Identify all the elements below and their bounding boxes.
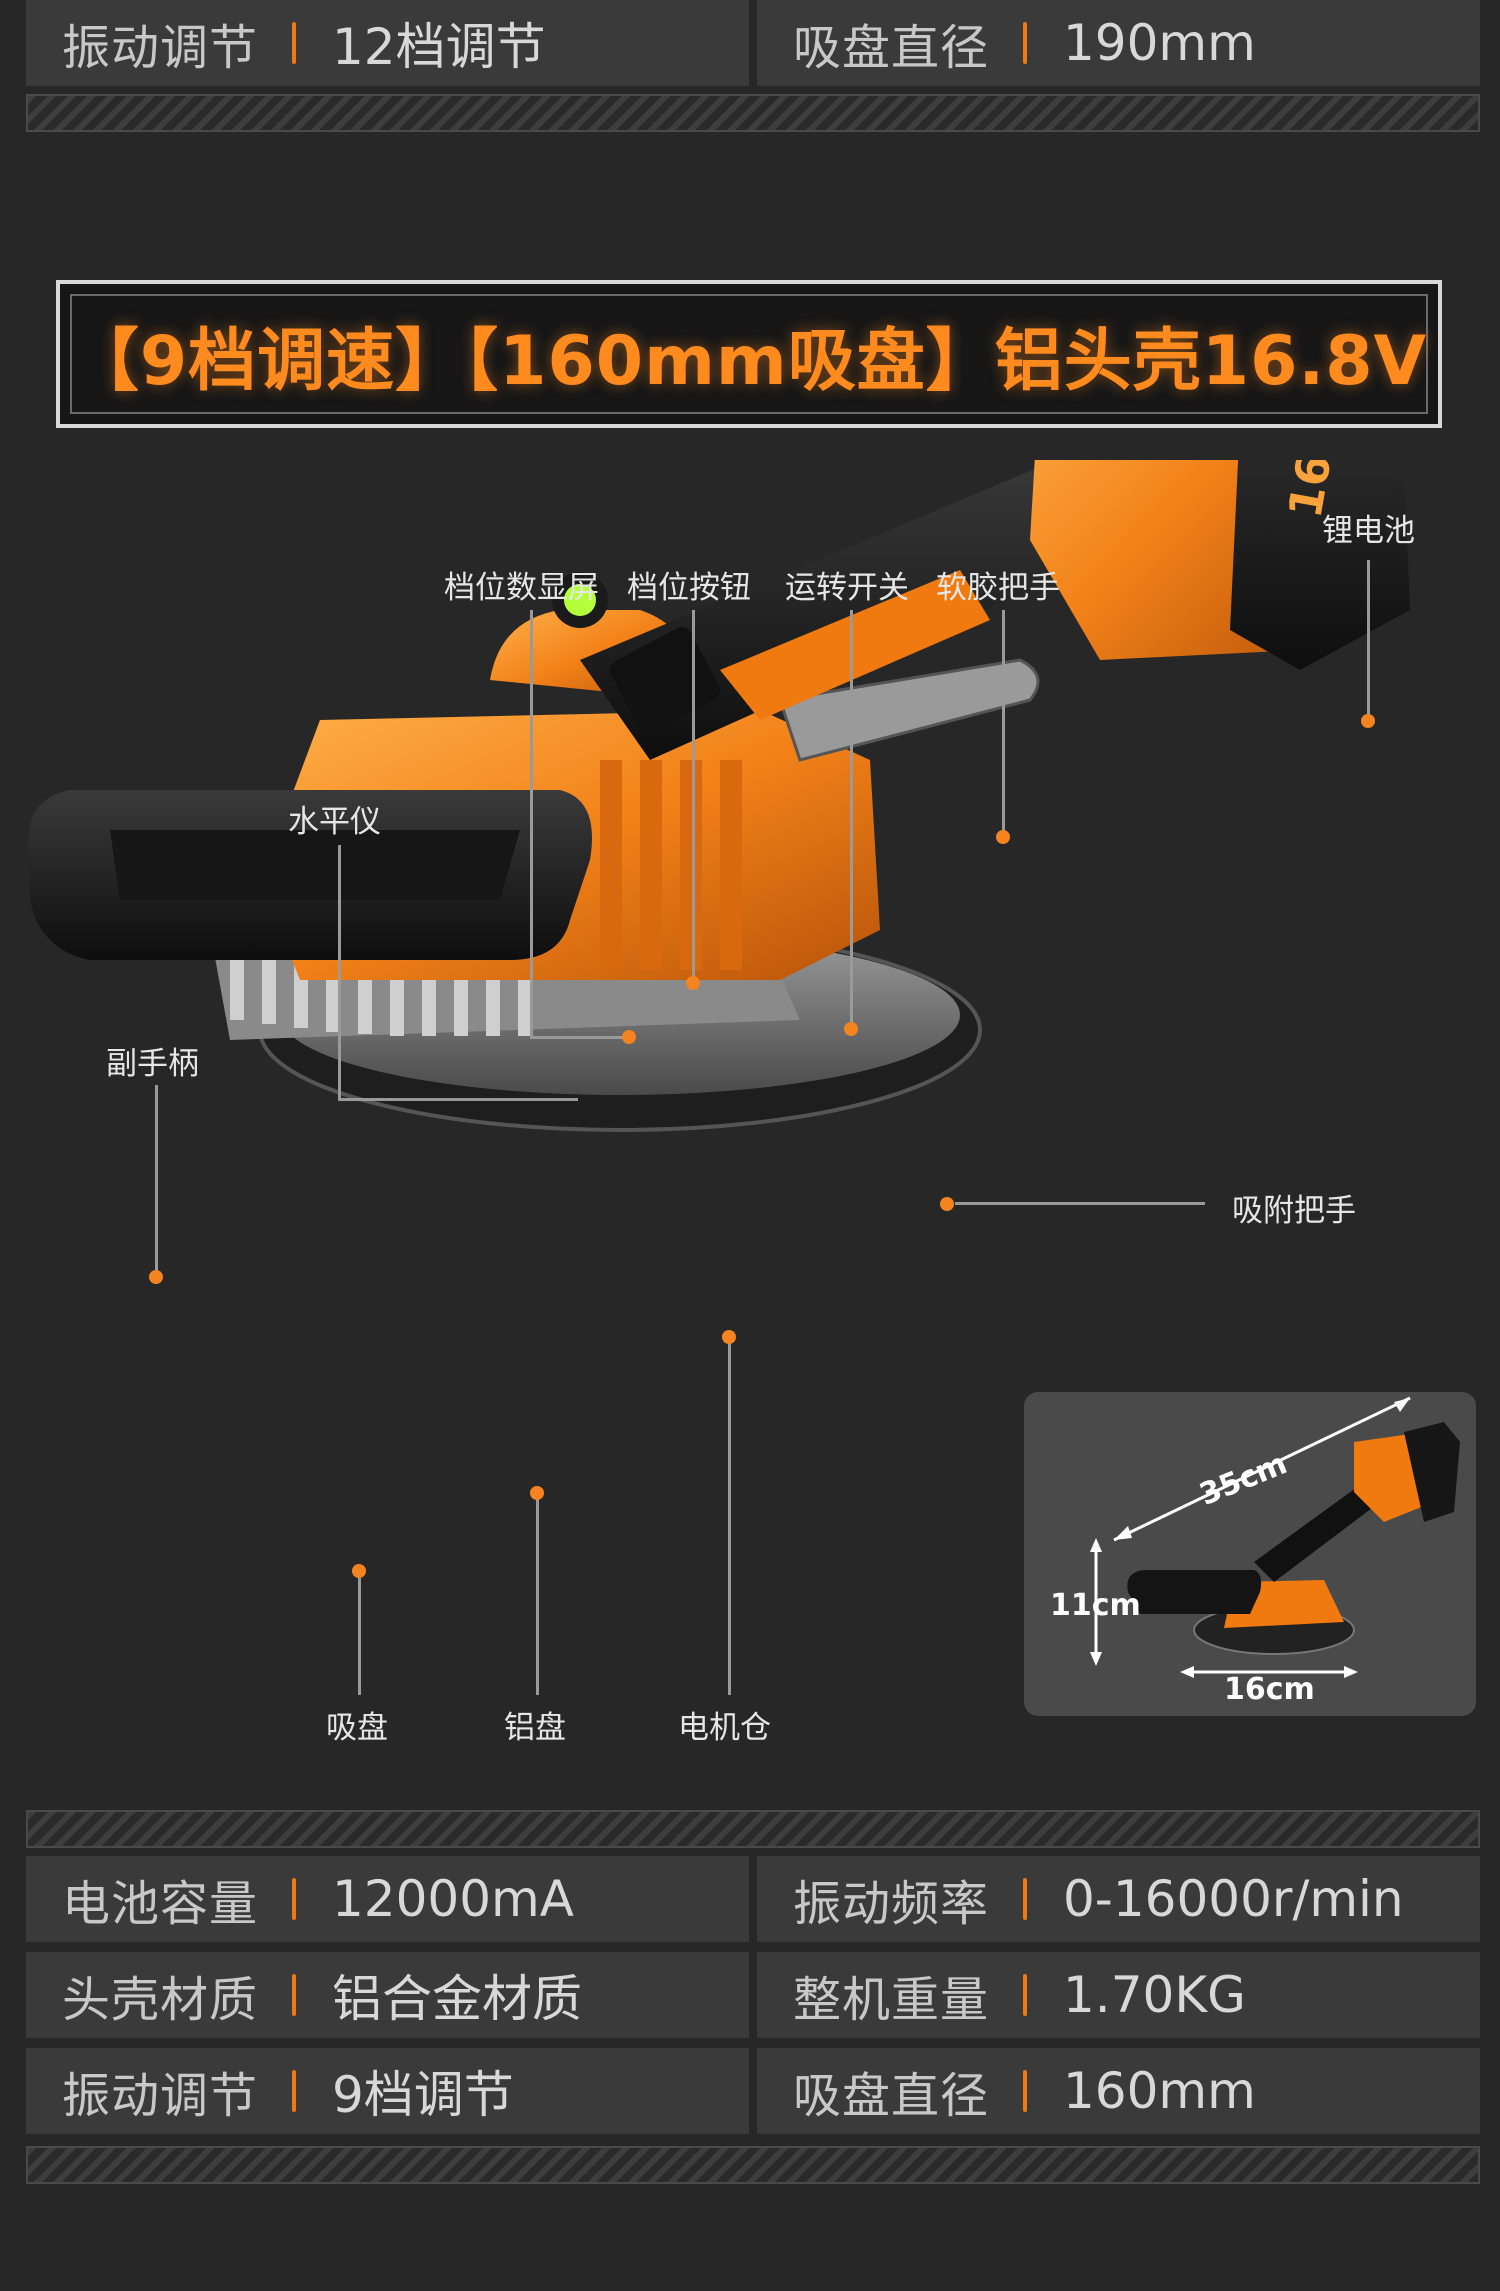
label-battery: 锂电池 — [1322, 513, 1415, 549]
spec-cell: 振动调节 12档调节 — [26, 0, 749, 86]
label-level: 水平仪 — [288, 804, 381, 840]
spec-divider — [1023, 1878, 1027, 1920]
leader-line — [1002, 610, 1005, 835]
spec-key: 振动调节 — [62, 2068, 259, 2124]
spec-row: 头壳材质 铝合金材质 整机重量 1.70KG — [26, 1952, 1480, 2038]
spec-cell: 电池容量 12000mA — [26, 1856, 749, 1942]
spec-value: 9档调节 — [332, 2066, 514, 2124]
label-suction-cup: 吸盘 — [326, 1710, 388, 1746]
dimension-inset: 35cm 11cm 16cm — [1024, 1392, 1476, 1716]
suction-handle — [778, 658, 1040, 762]
spec-divider — [292, 1974, 296, 2016]
spec-value: 0-16000r/min — [1063, 1870, 1404, 1928]
spec-row: 电池容量 12000mA 振动频率 0-16000r/min — [26, 1856, 1480, 1942]
pointer-dot — [686, 976, 700, 990]
spec-divider — [292, 1878, 296, 1920]
spec-divider — [1023, 22, 1027, 64]
label-power-switch: 运转开关 — [785, 570, 909, 606]
leader-line — [728, 1335, 731, 1695]
spec-cell: 整机重量 1.70KG — [757, 1952, 1480, 2038]
leader-line — [338, 845, 341, 1100]
spec-key: 电池容量 — [62, 1876, 259, 1932]
dimension-height: 11cm — [1050, 1588, 1141, 1623]
spec-key: 振动频率 — [793, 1876, 990, 1932]
battery-pack — [1230, 460, 1410, 670]
leader-line — [338, 1098, 578, 1101]
leader-line — [692, 610, 695, 982]
leader-line — [850, 610, 853, 1030]
stripe-divider — [26, 1810, 1480, 1848]
title-banner: 【9档调速】【160mm吸盘】铝头壳16.8V — [56, 280, 1442, 428]
leader-line — [358, 1565, 361, 1695]
pointer-dot — [530, 1486, 544, 1500]
spec-value: 12档调节 — [332, 18, 546, 76]
leader-line — [530, 610, 533, 1038]
spec-cell: 头壳材质 铝合金材质 — [26, 1952, 749, 2038]
top-spec-row: 振动调节 12档调节 吸盘直径 190mm — [26, 0, 1480, 86]
label-aluminum-disc: 铝盘 — [504, 1710, 566, 1746]
pointer-dot — [149, 1270, 163, 1284]
label-aux-handle: 副手柄 — [106, 1046, 199, 1082]
label-motor-housing: 电机仓 — [678, 1710, 771, 1746]
spec-value: 12000mA — [332, 1870, 574, 1928]
spec-cell: 吸盘直径 160mm — [757, 2048, 1480, 2134]
spec-divider — [292, 2070, 296, 2112]
leader-line — [536, 1490, 539, 1695]
banner-title: 【9档调速】【160mm吸盘】铝头壳16.8V — [70, 321, 1428, 401]
pointer-dot — [352, 1564, 366, 1578]
pointer-dot — [622, 1030, 636, 1044]
spec-key: 吸盘直径 — [793, 2068, 990, 2124]
dimension-drawing — [1090, 1396, 1460, 1678]
stripe-divider — [26, 2146, 1480, 2184]
spec-divider — [1023, 1974, 1027, 2016]
spec-value: 160mm — [1063, 2062, 1256, 2120]
spec-key: 振动调节 — [62, 20, 259, 76]
spec-key: 整机重量 — [793, 1972, 990, 2028]
soft-grip — [580, 460, 1140, 760]
banner-frame — [70, 294, 1428, 414]
stripe-divider — [26, 94, 1480, 132]
pointer-dot — [722, 1330, 736, 1344]
spec-key: 头壳材质 — [62, 1972, 259, 2028]
spec-divider — [1023, 2070, 1027, 2112]
spec-value: 铝合金材质 — [332, 1970, 582, 2028]
spec-divider — [292, 22, 296, 64]
label-suction-handle: 吸附把手 — [1232, 1193, 1356, 1229]
label-soft-grip: 软胶把手 — [936, 570, 1060, 606]
spec-value: 1.70KG — [1063, 1966, 1246, 2024]
product-image: 16.8VMAX — [28, 460, 1410, 1132]
pointer-dot — [1361, 714, 1375, 728]
pointer-dot — [996, 830, 1010, 844]
spec-row: 振动调节 9档调节 吸盘直径 160mm — [26, 2048, 1480, 2134]
spec-key: 吸盘直径 — [793, 20, 990, 76]
pointer-dot — [844, 1022, 858, 1036]
spec-value: 190mm — [1063, 14, 1256, 72]
spec-cell: 振动调节 9档调节 — [26, 2048, 749, 2134]
label-display: 档位数显屏 — [444, 570, 599, 606]
pointer-dot — [940, 1197, 954, 1211]
label-gear-button: 档位按钮 — [627, 570, 751, 606]
leader-line — [155, 1085, 158, 1275]
spec-cell: 振动频率 0-16000r/min — [757, 1856, 1480, 1942]
spec-cell: 吸盘直径 190mm — [757, 0, 1480, 86]
dimension-width: 16cm — [1224, 1672, 1315, 1707]
leader-line — [955, 1202, 1205, 1205]
leader-line — [530, 1036, 630, 1039]
leader-line — [1367, 560, 1370, 718]
